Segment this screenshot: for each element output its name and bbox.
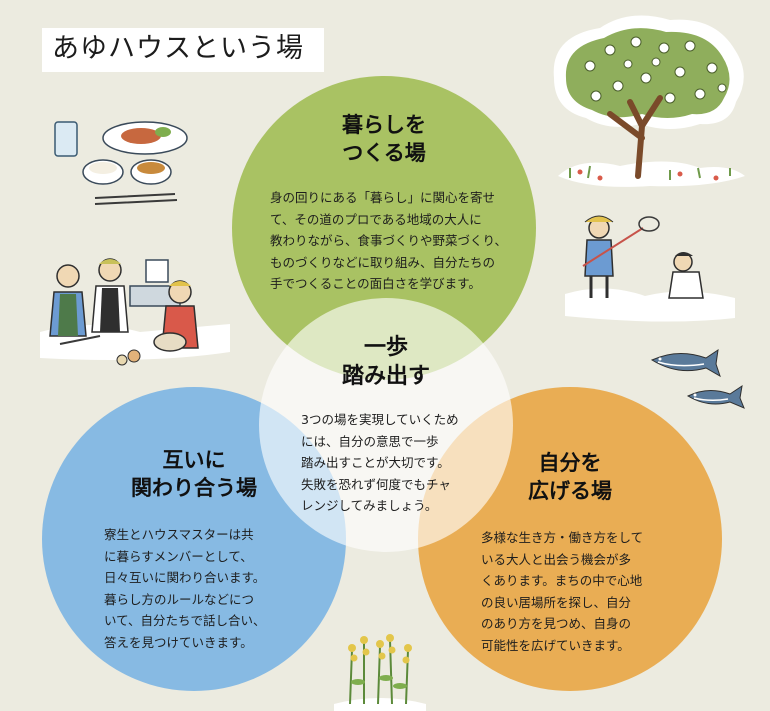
center-circle-body: 3つの場を実現していくため には、自分の意思で一歩 踏み出すことが大切です。 失… [301,412,459,514]
meal-illustration [54,121,188,205]
tree-illustration [553,15,745,187]
left-circle-text: 互いに 関わり合う場 寮生とハウスマスターは共 に暮らすメンバーとして、 日々互… [42,447,346,653]
fish-illustration [650,348,745,409]
circle-step-forward [259,298,513,552]
fishing-illustration [565,215,735,322]
left-circle-heading: 互いに 関わり合う場 [131,448,257,500]
right-circle-body: 多様な生き方・働き方をして いる大人と出会う機会が多 くあります。まちの中で心地… [481,530,644,653]
top-circle-body: 身の回りにある「暮らし」に関心を寄せ て、その道のプロである地域の大人に 教わり… [270,190,508,292]
cooking-illustration [40,258,230,366]
right-circle-text: 自分を 広げる場 多様な生き方・働き方をして いる大人と出会う機会が多 くありま… [418,450,722,656]
top-circle-heading: 暮らしを つくる場 [342,113,426,165]
top-circle-text: 暮らしを つくる場 身の回りにある「暮らし」に関心を寄せ て、その道のプロである… [232,112,536,295]
right-circle-heading: 自分を 広げる場 [528,451,612,503]
page-title: あゆハウスという場 [42,28,324,73]
left-circle-body: 寮生とハウスマスターは共 に暮らすメンバーとして、 日々互いに関わり合います。 … [104,527,266,650]
center-circle-text: 一歩 踏み出す 3つの場を実現していくため には、自分の意思で一歩 踏み出すこと… [259,333,513,517]
center-circle-heading: 一歩 踏み出す [341,335,430,390]
flowers-illustration [334,634,426,711]
